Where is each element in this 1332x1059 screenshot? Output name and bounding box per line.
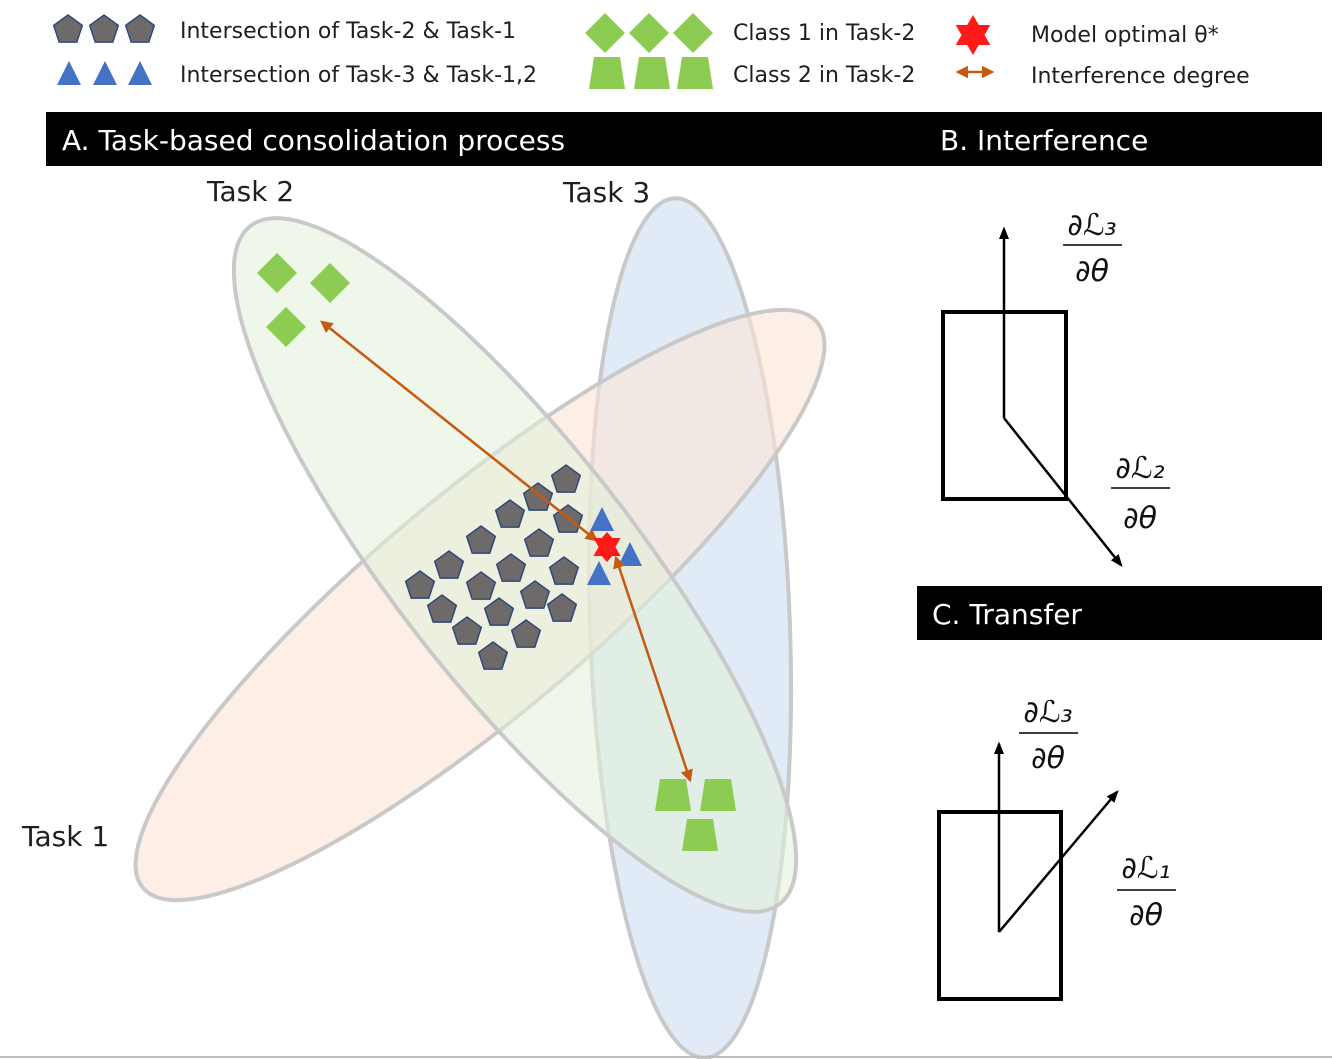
task2-label: Task 2	[206, 175, 294, 208]
transfer-diag-gradient-denominator: ∂θ	[1129, 898, 1163, 933]
legend-star-label: Model optimal θ*	[1031, 23, 1219, 48]
panel-c-title: C. Transfer	[932, 598, 1082, 631]
legend-diamond-icons	[585, 13, 713, 53]
transfer-diag-vector	[998, 790, 1119, 933]
interference-down-gradient-numerator: ∂ℒ₂	[1115, 451, 1164, 486]
legend-diamond-label: Class 1 in Task-2	[733, 21, 915, 46]
legend-pentagon-icons	[52, 14, 156, 43]
panel-a-title: A. Task-based consolidation process	[62, 124, 565, 157]
interference-panel: ∂ℒ₃ ∂θ ∂ℒ₂ ∂θ	[941, 208, 1170, 567]
legend-pentagon-label: Intersection of Task-2 & Task-1	[180, 19, 516, 44]
legend-trapezoid-icons	[589, 57, 713, 89]
transfer-up-gradient-denominator: ∂θ	[1031, 741, 1065, 776]
legend-triangle-icons	[57, 61, 152, 85]
interference-arrow-class2	[613, 555, 693, 783]
legend-arrow-label: Interference degree	[1031, 64, 1250, 89]
model-optimal-star-icon	[593, 532, 621, 562]
interference-down-gradient-denominator: ∂θ	[1123, 501, 1157, 536]
task1-label: Task 1	[21, 820, 109, 853]
interference-up-gradient-denominator: ∂θ	[1075, 254, 1109, 289]
legend-triangle-label: Intersection of Task-3 & Task-1,2	[180, 63, 537, 88]
interference-arrow-class1	[320, 320, 598, 542]
transfer-diag-gradient-numerator: ∂ℒ₁	[1121, 851, 1170, 886]
legend-trapezoid-label: Class 2 in Task-2	[733, 63, 915, 88]
panel-a-title-bar	[46, 112, 1322, 166]
interference-up-gradient-numerator: ∂ℒ₃	[1067, 208, 1116, 243]
panel-b-title: B. Interference	[940, 124, 1148, 157]
legend-star-icon	[955, 15, 991, 55]
transfer-panel: ∂ℒ₃ ∂θ ∂ℒ₁ ∂θ	[937, 695, 1176, 1001]
transfer-up-gradient-numerator: ∂ℒ₃	[1023, 695, 1072, 730]
legend: Intersection of Task-2 & Task-1 Intersec…	[52, 13, 1250, 89]
panel-c-title-bar	[917, 586, 1322, 640]
task3-label: Task 3	[562, 176, 650, 209]
interference-down-vector	[1003, 417, 1123, 567]
